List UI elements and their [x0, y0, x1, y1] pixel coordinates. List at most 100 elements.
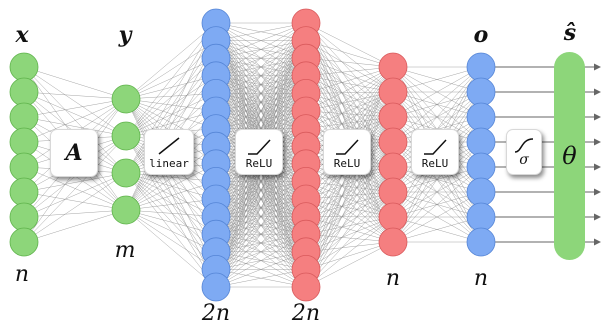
edge-y-h1: [125, 145, 217, 211]
edge-y-h1: [125, 172, 217, 270]
node-h3-4: [378, 152, 408, 182]
relu-label-2: ReLU: [333, 157, 361, 170]
layer-h2-dim: 2n: [291, 301, 321, 326]
edge-h1-h2: [215, 93, 307, 288]
edge-h1-h2: [215, 146, 307, 288]
edge-x-y: [23, 191, 127, 211]
edge-y-h1: [125, 40, 217, 174]
edge-h2-h3: [305, 66, 394, 182]
edge-y-h1: [125, 209, 217, 235]
edge-y-h1: [125, 98, 217, 252]
edge-h3-o: [392, 66, 482, 168]
theta-param-label: θ: [562, 142, 577, 170]
linear-icon: [158, 137, 180, 155]
edge-x-y: [23, 66, 127, 137]
node-x-0: [9, 52, 39, 82]
edge-h2-h3: [305, 141, 394, 217]
edge-x-y: [23, 172, 127, 243]
edge-h2-h3: [305, 191, 394, 200]
layer-x-dim: n: [14, 262, 30, 287]
node-x-4: [9, 152, 39, 182]
edge-h2-h3: [305, 198, 394, 218]
layer-y-label: y: [118, 22, 132, 48]
node-o-7: [466, 227, 496, 257]
edge-h2-h3: [305, 141, 394, 252]
edge-h2-h3: [305, 40, 394, 218]
edge-y-h1: [125, 172, 217, 235]
edge-y-h1: [125, 93, 217, 100]
edge-h2-h3: [305, 181, 394, 218]
edge-h1-h2: [215, 128, 307, 288]
node-o-3: [466, 127, 496, 157]
edge-h2-h3: [305, 66, 394, 129]
edge-h2-h3: [305, 116, 394, 235]
node-x-1: [9, 77, 39, 107]
node-x-6: [9, 202, 39, 232]
edge-h2-h3: [305, 166, 394, 288]
edge-h2-h3: [305, 141, 394, 235]
edge-y-h1: [125, 58, 217, 137]
node-h3-6: [378, 202, 408, 232]
edge-h2-h3: [305, 166, 394, 270]
relu-box-2: ReLU: [323, 129, 371, 175]
edge-h2-h3: [305, 241, 394, 288]
edge-y-h1: [125, 98, 217, 288]
node-h3-2: [378, 102, 408, 132]
edge-h2-h3: [305, 116, 394, 270]
edge-y-h1: [125, 110, 217, 137]
edge-y-h1: [125, 22, 217, 174]
edge-y-h1: [125, 98, 217, 112]
relu-box-3: ReLU: [411, 129, 459, 175]
node-x-7: [9, 227, 39, 257]
edge-x-y: [23, 98, 127, 118]
node-x-3: [9, 127, 39, 157]
edge-h3-o: [392, 116, 482, 243]
node-h3-1: [378, 77, 408, 107]
edge-y-h1: [125, 172, 217, 288]
edge-h1-h2: [215, 110, 307, 288]
edge-h2-h3: [305, 166, 394, 217]
edge-y-h1: [125, 22, 217, 100]
relu-box-1: ReLU: [235, 129, 283, 175]
edge-h2-h3: [305, 22, 394, 68]
sigmoid-label: σ: [519, 152, 529, 168]
edge-h2-h3: [305, 241, 394, 270]
edge-h1-h2: [215, 22, 307, 235]
node-y-0: [111, 84, 141, 114]
node-o-0: [466, 52, 496, 82]
edge-h1-h2: [215, 75, 307, 288]
edge-y-h1: [125, 172, 217, 252]
node-o-6: [466, 202, 496, 232]
edge-h2-h3: [305, 66, 394, 94]
edge-y-h1: [125, 198, 217, 211]
edge-h1-h2: [215, 22, 307, 217]
edge-y-h1: [125, 22, 217, 211]
edge-h2-h3: [305, 191, 394, 217]
edge-h2-h3: [305, 66, 394, 164]
edge-h2-h3: [305, 216, 394, 288]
node-y-2: [111, 158, 141, 188]
edge-h2-h3: [305, 191, 394, 235]
edge-h1-h2: [215, 269, 307, 288]
node-x-2: [9, 102, 39, 132]
linear-label: linear: [149, 157, 189, 170]
edge-h1-h2: [215, 233, 307, 288]
edge-h2-h3: [305, 166, 394, 252]
edge-h2-h3: [305, 22, 394, 143]
edge-y-h1: [125, 98, 217, 147]
edge-h2-h3: [305, 116, 394, 288]
edge-h2-h3: [305, 22, 394, 218]
edge-y-h1: [125, 98, 217, 129]
edge-h2-h3: [305, 66, 394, 77]
edge-h1-h2: [215, 22, 307, 164]
edge-y-h1: [125, 75, 217, 100]
edge-h2-h3: [305, 58, 394, 168]
edge-y-h1: [125, 58, 217, 174]
edge-y-h1: [125, 135, 217, 270]
edge-y-h1: [125, 22, 217, 137]
edge-h2-h3: [305, 216, 394, 270]
edge-h2-h3: [305, 216, 394, 253]
edge-h3-o: [392, 191, 482, 243]
edge-x-y: [23, 172, 127, 218]
edge-h1-h2: [215, 251, 307, 288]
